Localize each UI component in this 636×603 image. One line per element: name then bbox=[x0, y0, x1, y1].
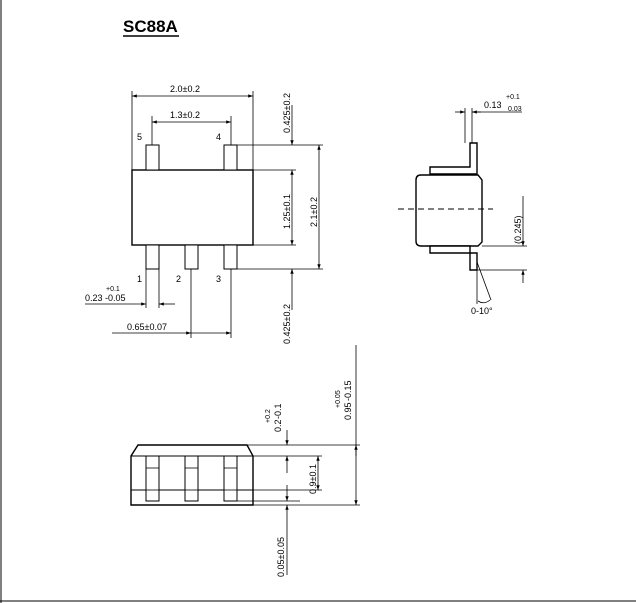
pin-label-5: 5 bbox=[137, 132, 142, 142]
dim-thick-minus: 0.03 bbox=[508, 106, 522, 113]
dim-lead-top-label: 0.425±0.2 bbox=[282, 93, 292, 133]
front-lead-1 bbox=[145, 455, 160, 502]
dim-body-ht-label: 0.9±0.1 bbox=[308, 464, 318, 494]
dim-pitch-label: 0.65±0.07 bbox=[127, 322, 167, 332]
dim-thick-plus: +0.1 bbox=[506, 94, 520, 101]
dim-angle-label: 0-10° bbox=[471, 306, 493, 316]
dim-total-ht-plus: +0.05 bbox=[335, 390, 342, 408]
dim-standoff-base: 0.2 bbox=[273, 419, 283, 432]
dim-lead-ht-label: (0.245) bbox=[513, 215, 523, 244]
front-view: +0.2 0.2 -0.1 0.9±0.1 +0.05 0.95 -0.15 0… bbox=[130, 345, 360, 577]
pin-1 bbox=[145, 244, 160, 270]
dim-total-ht-base: 0.95 bbox=[343, 402, 353, 420]
dim-thick-base: 0.13 bbox=[484, 100, 502, 110]
dim-pin-width-base: 0.23 bbox=[85, 293, 103, 303]
side-lower-lead bbox=[429, 245, 478, 271]
front-lead-2 bbox=[184, 455, 199, 502]
pin-label-3: 3 bbox=[216, 274, 221, 284]
pin-4 bbox=[223, 144, 238, 171]
pin-2 bbox=[184, 244, 199, 270]
dim-total-label: 2.1±0.2 bbox=[309, 197, 319, 227]
side-body-outline bbox=[429, 142, 478, 175]
dim-standoff-minus: -0.1 bbox=[273, 403, 283, 419]
pin-3 bbox=[223, 244, 238, 270]
side-view: 0.13 +0.1 0.03 (0.245) 0-10° bbox=[398, 94, 527, 316]
pin-label-1: 1 bbox=[137, 274, 142, 284]
dim-standoff-plus: +0.2 bbox=[265, 409, 272, 423]
package-title: SC88A bbox=[123, 17, 178, 36]
dim-pin-span-label: 1.3±0.2 bbox=[170, 110, 200, 120]
dim-body-label: 1.25±0.1 bbox=[282, 194, 292, 229]
front-lead-3 bbox=[223, 455, 238, 502]
top-view: 5 4 1 2 3 2.0±0.2 1.3±0.2 +0.1 0.23 -0.0… bbox=[85, 84, 323, 344]
pin-label-2: 2 bbox=[176, 274, 181, 284]
dim-width-label: 2.0±0.2 bbox=[170, 84, 200, 94]
pin-5 bbox=[145, 144, 160, 171]
dim-pin-width-plus: +0.1 bbox=[106, 286, 120, 293]
dim-pin-width-minus: -0.05 bbox=[105, 293, 126, 303]
side-body-main bbox=[415, 174, 483, 247]
pin-label-4: 4 bbox=[216, 132, 221, 142]
dim-base-label: 0.05±0.05 bbox=[276, 537, 286, 577]
dim-total-ht-minus: -0.15 bbox=[343, 380, 353, 401]
dim-lead-bottom-label: 0.425±0.2 bbox=[282, 304, 292, 344]
top-body-outline bbox=[131, 169, 254, 246]
